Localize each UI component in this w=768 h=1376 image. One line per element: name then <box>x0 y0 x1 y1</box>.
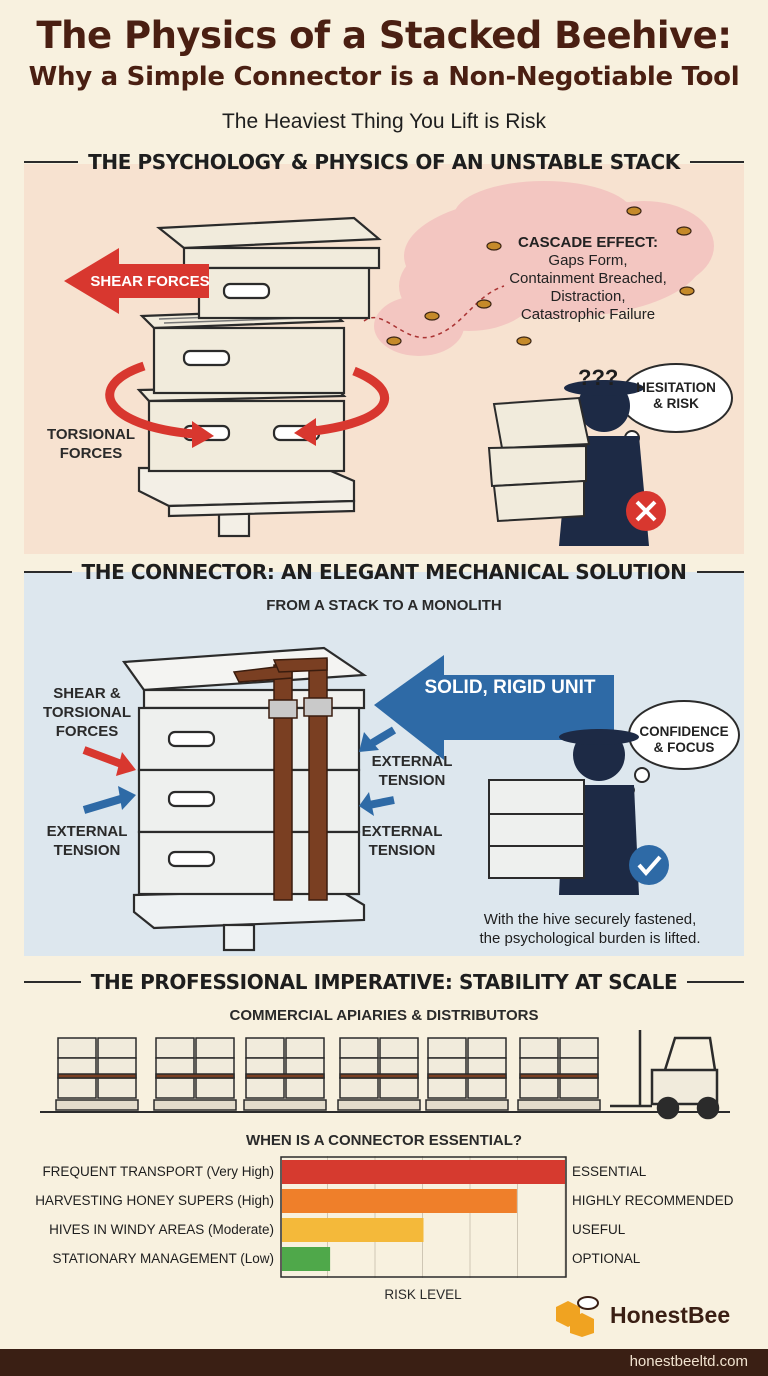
section2-heading: THE CONNECTOR: AN ELEGANT MECHANICAL SOL… <box>0 560 768 584</box>
pallet-strap <box>339 1073 419 1079</box>
apiary-pallets-illustration <box>40 1030 730 1120</box>
pallet-hive-box <box>379 1037 419 1059</box>
risk-bar-chart <box>280 1156 567 1278</box>
wobbly-carried-hive <box>487 396 591 523</box>
torsional-label-2: FORCES <box>59 445 123 462</box>
risk-bar <box>282 1247 331 1271</box>
pallet-hive-box <box>57 1077 97 1099</box>
hive-base <box>137 466 356 538</box>
honestbee-logo-icon <box>556 1296 599 1337</box>
risk-level-label: HIGHLY RECOMMENDED <box>572 1193 734 1208</box>
bee-icons <box>386 206 695 346</box>
pallet-strap <box>427 1073 507 1079</box>
chart-frame <box>280 1156 567 1278</box>
main-title: The Physics of a Stacked Beehive: <box>36 14 732 57</box>
connector-straps <box>232 657 333 901</box>
solid-unit-arrow <box>374 655 614 760</box>
pallet-strap <box>57 1073 137 1079</box>
section2-caption: With the hive securely fastened,the psyc… <box>479 911 701 947</box>
pallet <box>153 1099 237 1111</box>
pallet <box>425 1099 509 1111</box>
main-title-line2: Why a Simple Connector is a Non-Negotiab… <box>28 62 740 92</box>
pallet <box>517 1099 601 1111</box>
pallet-hive-box <box>245 1077 285 1099</box>
cascade-effect-text: CASCADE EFFECT: Gaps Form, Containment B… <box>509 234 667 323</box>
risk-bar <box>282 1189 517 1213</box>
pallet <box>337 1099 421 1111</box>
pallet-strap <box>245 1073 325 1079</box>
pallet-hive-box <box>559 1037 599 1059</box>
section1-heading: THE PSYCHOLOGY & PHYSICS OF AN UNSTABLE … <box>0 150 768 174</box>
risk-level-label: USEFUL <box>572 1222 626 1237</box>
pallet-hive-box <box>427 1037 467 1059</box>
question-marks: ??? <box>578 365 619 390</box>
pallet-hive-box <box>57 1037 97 1059</box>
cascade-cloud <box>374 181 714 356</box>
pallet-hive-box <box>339 1037 379 1059</box>
pallet-hive-box <box>427 1077 467 1099</box>
pallet-hive-box <box>97 1077 137 1099</box>
tension-arrows <box>82 726 397 816</box>
pallet-hive-box <box>285 1037 325 1059</box>
risk-bar <box>282 1160 565 1184</box>
pallet <box>243 1099 327 1111</box>
pallet-hive-box <box>519 1037 559 1059</box>
section2-subheading: FROM A STACK TO A MONOLITH <box>266 597 502 614</box>
hive-box-middle <box>139 307 346 395</box>
footer-bar: honestbeeltd.com <box>0 1349 768 1376</box>
risk-category-label: STATIONARY MANAGEMENT (Low) <box>52 1251 274 1266</box>
brand-name: HonestBee <box>610 1302 731 1328</box>
pallet-hive-box <box>155 1037 195 1059</box>
pallet-hive-box <box>519 1077 559 1099</box>
solid-unit-label: SOLID, RIGID UNIT <box>424 677 596 698</box>
hive-box-top <box>156 216 382 320</box>
risk-category-label: HARVESTING HONEY SUPERS (High) <box>35 1193 274 1208</box>
pallet-hive-box <box>559 1077 599 1099</box>
pallet-hive-box <box>467 1077 507 1099</box>
footer-url[interactable]: honestbeeltd.com <box>629 1353 748 1370</box>
shear-arrow <box>64 248 209 314</box>
pallet-hive-box <box>379 1077 419 1099</box>
x-axis-label: RISK LEVEL <box>384 1287 462 1302</box>
pallet-hive-box <box>155 1077 195 1099</box>
risk-category-label: HIVES IN WINDY AREAS (Moderate) <box>49 1222 274 1237</box>
risk-bar <box>282 1218 424 1242</box>
secure-carried-hive <box>488 779 585 879</box>
subtitle: The Heaviest Thing You Lift is Risk <box>221 110 547 133</box>
chart-title: WHEN IS A CONNECTOR ESSENTIAL? <box>245 1132 523 1149</box>
pallet-hive-box <box>339 1077 379 1099</box>
unstable-stack-illustration <box>64 181 733 546</box>
confidence-thought: CONFIDENCE& FOCUS <box>639 724 729 755</box>
pallet <box>55 1099 139 1111</box>
section3-heading: THE PROFESSIONAL IMPERATIVE: STABILITY A… <box>0 970 768 994</box>
risk-category-label: FREQUENT TRANSPORT (Very High) <box>42 1164 274 1179</box>
pallet-hive-box <box>285 1077 325 1099</box>
hesitation-thought: HESITATION& RISK <box>636 380 716 411</box>
forklift-icon <box>610 1030 720 1120</box>
torsion-arrow-right <box>313 366 389 436</box>
section3-subheading: COMMERCIAL APIARIES & DISTRIBUTORS <box>229 1007 539 1024</box>
connector-illustration <box>82 646 740 952</box>
risk-level-label: OPTIONAL <box>572 1251 641 1266</box>
pallet-strap <box>155 1073 235 1079</box>
risk-level-label: ESSENTIAL <box>572 1164 647 1179</box>
pallet-hive-box <box>467 1037 507 1059</box>
pallet-strap <box>519 1073 599 1079</box>
torsion-arrow-left <box>105 361 195 439</box>
pallet-hive-box <box>195 1037 235 1059</box>
pallet-hive-box <box>245 1037 285 1059</box>
shear-forces-label: SHEAR FORCES <box>90 273 210 290</box>
torsional-label-1: TORSIONAL <box>46 426 136 443</box>
success-check-icon <box>629 845 669 885</box>
pallet-hive-box <box>195 1077 235 1099</box>
pallet-hive-box <box>97 1037 137 1059</box>
